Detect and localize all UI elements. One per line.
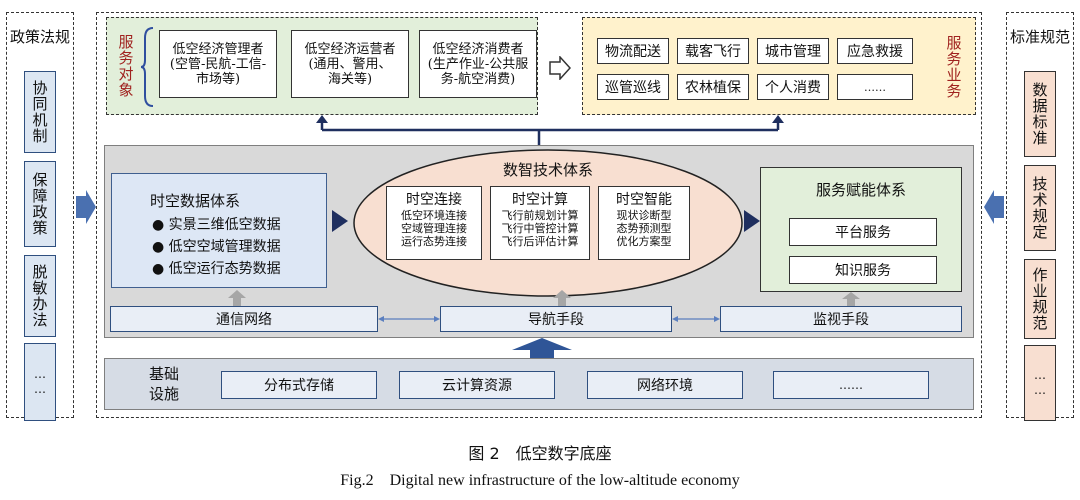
standards-title: 标准规范 xyxy=(1009,28,1070,46)
service-object-operator: 低空经济运营者 (通用、警用、海关等) xyxy=(291,30,409,98)
business-passenger: 载客飞行 xyxy=(677,38,749,64)
service-object-consumer-detail: (生产作业-公共服务-航空消费) xyxy=(427,56,529,87)
tech-col-compute: 时空计算 飞行前规划计算 飞行中管控计算 飞行后评估计算 xyxy=(490,186,590,260)
means-surveillance: 监视手段 xyxy=(720,306,962,332)
knowledge-service: 知识服务 xyxy=(789,256,937,284)
tech-col-intelligence-item: 现状诊断型 xyxy=(616,209,672,222)
tech-col-compute-item: 飞行中管控计算 xyxy=(501,222,579,235)
arrow-right-panel-icon xyxy=(984,190,1004,224)
arrow-left-panel-icon xyxy=(76,190,96,224)
double-arrow-icon xyxy=(672,316,720,322)
service-object-operator-detail: (通用、警用、海关等) xyxy=(308,56,392,87)
data-system-item: ● 低空运行态势数据 xyxy=(152,261,281,277)
caption-en: Fig.2 Digital new infrastructure of the … xyxy=(340,472,740,489)
standards-panel: 标准规范 数据标准 技术规定 作业规范 …… xyxy=(1006,12,1074,421)
service-empower-title: 服务赋能体系 xyxy=(815,180,906,199)
business-more: …… xyxy=(837,74,913,100)
service-object-consumer-name: 低空经济消费者 xyxy=(432,41,524,57)
tech-col-connect-item: 运行态势连接 xyxy=(401,235,467,248)
tech-col-compute-title: 时空计算 xyxy=(512,192,568,208)
caption-cn: 图 2 低空数字底座 xyxy=(468,444,612,463)
tech-col-intelligence-title: 时空智能 xyxy=(616,192,672,208)
tech-col-intelligence-item: 优化方案型 xyxy=(616,235,672,248)
service-objects-box: 服务对象 低空经济管理者 (空管-民航-工信-市场等) 低空经济运营者 (通用、… xyxy=(106,17,538,115)
infrastructure-bar: 基础设施 分布式存储 云计算资源 网络环境 …… xyxy=(104,358,974,410)
business-city: 城市管理 xyxy=(757,38,829,64)
data-system-title: 时空数据体系 xyxy=(150,192,241,210)
tech-system-title: 数智技术体系 xyxy=(502,160,593,179)
business-personal: 个人消费 xyxy=(757,74,829,100)
infra-cloud: 云计算资源 xyxy=(399,371,555,399)
tech-col-connect-item: 低空环境连接 xyxy=(401,209,467,222)
top-connector-icon xyxy=(316,115,784,146)
infra-network: 网络环境 xyxy=(587,371,743,399)
data-system-item: ● 实景三维低空数据 xyxy=(152,217,281,233)
double-arrow-icon xyxy=(378,316,440,322)
infra-more: …… xyxy=(773,371,929,399)
policy-title: 政策法规 xyxy=(9,28,70,46)
standards-item-more: …… xyxy=(1024,345,1056,421)
service-empower-box: 服务赋能体系 平台服务 知识服务 xyxy=(760,167,962,292)
means-navigation: 导航手段 xyxy=(440,306,672,332)
service-business-box: 物流配送 载客飞行 城市管理 应急救援 巡管巡线 农林植保 个人消费 …… 服务… xyxy=(582,17,976,115)
tech-col-connect-item: 空域管理连接 xyxy=(401,222,467,235)
hollow-arrow-icon xyxy=(549,56,571,80)
tech-col-connect: 时空连接 低空环境连接 空域管理连接 运行态势连接 xyxy=(386,186,482,260)
arrow-data-to-tech-icon xyxy=(332,210,348,232)
tech-col-compute-item: 飞行后评估计算 xyxy=(501,235,579,248)
up-arrow-icon xyxy=(228,290,246,306)
bracket-icon xyxy=(141,27,154,107)
service-object-manager-detail: (空管-民航-工信-市场等) xyxy=(169,56,267,87)
tech-col-connect-title: 时空连接 xyxy=(406,192,462,208)
service-objects-label: 服务对象 xyxy=(116,34,135,98)
business-agriculture: 农林植保 xyxy=(677,74,749,100)
policy-item-desensitization: 脱敏办法 xyxy=(24,255,56,337)
business-logistics: 物流配送 xyxy=(597,38,669,64)
arrow-tech-to-service-icon xyxy=(744,210,760,232)
center-frame xyxy=(96,12,982,418)
business-emergency: 应急救援 xyxy=(837,38,913,64)
policy-item-more: …… xyxy=(24,343,56,421)
means-communication: 通信网络 xyxy=(110,306,378,332)
standards-item-data: 数据标准 xyxy=(1024,71,1056,157)
policy-item-coordination: 协同机制 xyxy=(24,71,56,153)
business-patrol: 巡管巡线 xyxy=(597,74,669,100)
policy-panel: 政策法规 协同机制 保障政策 脱敏办法 …… xyxy=(6,12,74,421)
service-object-manager: 低空经济管理者 (空管-民航-工信-市场等) xyxy=(159,30,277,98)
infrastructure-label: 基础设施 xyxy=(148,365,179,403)
service-business-label: 服务业务 xyxy=(944,35,963,99)
data-system-item: ● 低空空域管理数据 xyxy=(152,239,281,255)
tech-col-intelligence-item: 态势预测型 xyxy=(616,222,672,235)
standards-item-operation: 作业规范 xyxy=(1024,259,1056,339)
up-arrow-icon xyxy=(553,290,571,306)
platform-service: 平台服务 xyxy=(789,218,937,246)
service-object-manager-name: 低空经济管理者 xyxy=(172,41,264,57)
tech-col-intelligence: 时空智能 现状诊断型 态势预测型 优化方案型 xyxy=(598,186,690,260)
service-object-operator-name: 低空经济运营者 xyxy=(304,41,396,57)
data-system-box: 时空数据体系 ● 实景三维低空数据 ● 低空空域管理数据 ● 低空运行态势数据 xyxy=(111,173,327,288)
infrastructure-up-arrow-icon xyxy=(512,338,572,358)
data-system-list: ● 实景三维低空数据 ● 低空空域管理数据 ● 低空运行态势数据 xyxy=(152,214,281,280)
up-arrow-icon xyxy=(842,292,860,306)
service-object-consumer: 低空经济消费者 (生产作业-公共服务-航空消费) xyxy=(419,30,537,98)
infra-storage: 分布式存储 xyxy=(221,371,377,399)
standards-item-tech: 技术规定 xyxy=(1024,165,1056,251)
tech-col-compute-item: 飞行前规划计算 xyxy=(501,209,579,222)
policy-item-guarantee: 保障政策 xyxy=(24,161,56,247)
